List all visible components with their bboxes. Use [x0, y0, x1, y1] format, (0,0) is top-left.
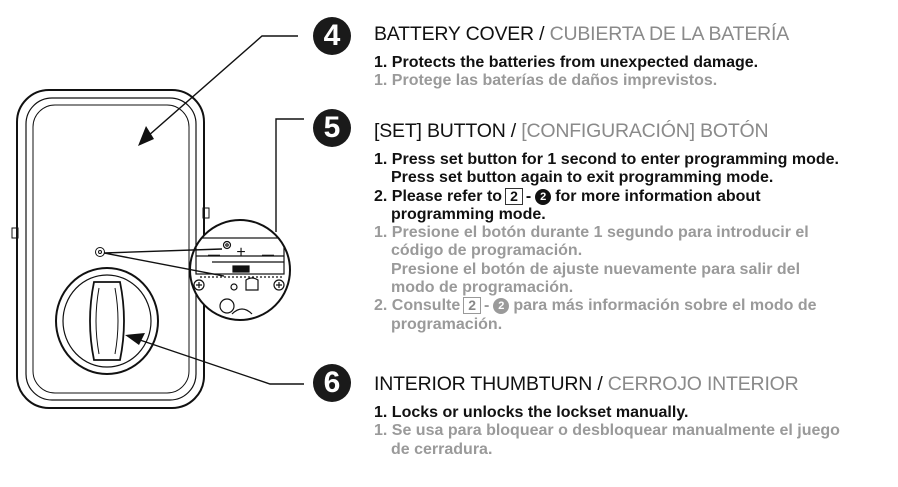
text-es-1b: código de programación.: [391, 242, 583, 260]
text-es: 1. Protege las baterías de daños imprevi…: [374, 72, 718, 90]
badge-6: 6: [313, 364, 351, 402]
zoom-minus-right-label: —: [262, 247, 274, 261]
section-set-button: [SET] BUTTON / [CONFIGURACIÓN] BOTÓN 1. …: [374, 119, 894, 334]
section-battery-cover: BATTERY COVER / CUBIERTA DE LA BATERÍA 1…: [374, 22, 894, 91]
leader-line-4: [147, 35, 298, 137]
text-es-2b: programación.: [391, 315, 503, 333]
leader-line-5b: [103, 252, 225, 277]
text-en-1a: 1. Press set button for 1 second to ente…: [374, 151, 839, 168]
badge-4: 4: [313, 17, 351, 55]
text-es-a: 1. Se usa para bloquear o desbloquear ma…: [374, 422, 840, 440]
battery-zoom-detail: [189, 219, 291, 321]
zoom-plus-label: +: [236, 244, 245, 261]
heading-battery-cover: BATTERY COVER / CUBIERTA DE LA BATERÍA: [374, 23, 790, 45]
page-ref-box: 2: [505, 187, 523, 205]
heading-es: CERROJO INTERIOR: [607, 373, 799, 395]
step-ref-dot: 2: [535, 188, 552, 205]
heading-en: INTERIOR THUMBTURN: [374, 373, 593, 395]
text-es-1d: modo de programación.: [391, 279, 574, 297]
arrowhead-6: [125, 333, 145, 345]
arrowhead-4: [138, 126, 154, 146]
step-ref-dot: 2: [493, 298, 510, 315]
section-interior-thumbturn: INTERIOR THUMBTURN / CERROJO INTERIOR 1.…: [374, 372, 894, 459]
heading-es: [CONFIGURACIÓN] BOTÓN: [521, 120, 769, 142]
text-es-b: de cerradura.: [391, 440, 493, 458]
leader-line-5: [275, 118, 304, 232]
badge-5: 5: [313, 109, 351, 147]
heading-en: [SET] BUTTON: [374, 120, 506, 142]
heading-es: CUBIERTA DE LA BATERÍA: [549, 23, 790, 45]
text-en: 1. Protects the batteries from unexpecte…: [374, 54, 759, 71]
lock-housing-inner: [25, 97, 197, 401]
leader-line-6: [133, 337, 304, 385]
text-es-1a: 1. Presione el botón durante 1 segundo p…: [374, 224, 809, 242]
heading-en: BATTERY COVER: [374, 23, 534, 45]
text-en-2b: programming mode.: [391, 205, 546, 223]
thumbturn: [55, 267, 159, 375]
leader-line-5c: [103, 248, 223, 254]
heading-set-button: [SET] BUTTON / [CONFIGURACIÓN] BOTÓN: [374, 120, 769, 142]
heading-interior-thumbturn: INTERIOR THUMBTURN / CERROJO INTERIOR: [374, 373, 799, 395]
zoom-minus-left-label: —: [208, 247, 220, 261]
text-en-1b: Press set button again to exit programmi…: [391, 169, 774, 187]
set-button-icon: [95, 247, 105, 257]
text-es-1c: Presione el botón de ajuste nuevamente p…: [391, 260, 801, 278]
text-en: 1. Locks or unlocks the lockset manually…: [374, 404, 689, 421]
page-ref-box: 2: [463, 297, 482, 315]
